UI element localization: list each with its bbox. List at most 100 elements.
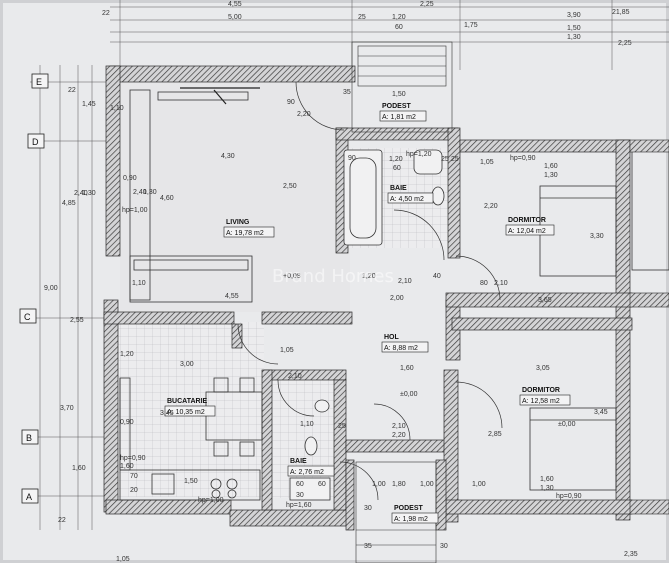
dim-text: hp=0,90 [556,493,582,500]
dim-text: 35 [364,543,372,550]
dim-text: 1,30 [82,190,96,197]
dim-text: 22 [68,87,76,94]
axis-a: A [26,492,32,502]
dimension-texts: 4,55 2,25 5,00 25 1,20 60 1,75 3,90 21,8… [44,1,638,563]
room-area-podest-top: A: 1,81 m2 [382,114,416,121]
dim-text: 21,85 [612,9,630,16]
dim-text: 3,45 [594,409,608,416]
room-labels: PODEST A: 1,81 m2 BAIE A: 4,50 m2 LIVING… [164,103,571,524]
dim-text: 1,20 [389,156,403,163]
dim-text: hp=0,90 [120,455,146,462]
dim-text: 40 [433,273,441,280]
axis-d: D [32,137,39,147]
dim-text: 2,55 [70,317,84,324]
dim-text: 3,45 [160,410,174,417]
room-name-podest-bottom: PODEST [394,505,424,512]
room-area-baie-top: A: 4,50 m2 [390,196,424,203]
room-area-hol: A: 8,88 m2 [384,345,418,352]
dim-text: 1,20 [120,351,134,358]
dim-text: 1,05 [480,159,494,166]
dim-text: 60 [395,24,403,31]
dim-text: 1,60 [120,463,134,470]
dim-text: 1,60 [540,476,554,483]
dim-text: 30 [364,505,372,512]
living-window [180,87,260,105]
room-area-bucatarie: A: 10,35 m2 [167,409,205,416]
dim-text: 1,10 [300,421,314,428]
dim-text: 1,30 [540,485,554,492]
dim-text: 1,10 [132,280,146,287]
bathtub [343,149,445,246]
dim-text: 0,90 [120,419,134,426]
dim-text: 22 [102,10,110,17]
dim-text: 35 [343,89,351,96]
dim-text: 25 [451,156,459,163]
dim-text: 0,90 [123,175,137,182]
dim-text: 90 [287,99,295,106]
dim-text: 3,70 [60,405,74,412]
dim-text: ±0,00 [558,421,576,428]
room-name-hol: HOL [384,334,400,341]
room-area-dormitor-bottom: A: 12,58 m2 [522,398,560,405]
dim-text: 2,10 [398,278,412,285]
dim-text: 1,60 [72,465,86,472]
dim-text: 25 [358,14,366,21]
watermark-logo: Brand Homes [272,266,394,287]
dim-text: 20 [130,487,138,494]
dim-text: 3,30 [590,233,604,240]
dim-text: 1,50 [392,91,406,98]
axis-b: B [26,433,32,443]
floors [114,82,450,498]
dim-text: 2,10 [392,423,406,430]
dim-text: 3,65 [538,297,552,304]
dim-text: 60 [393,165,401,172]
dim-text: 22 [58,517,66,524]
room-name-dormitor-top: DORMITOR [508,217,546,224]
room-name-living: LIVING [226,219,250,226]
dim-text: 2,00 [390,295,404,302]
dim-text: 2,25 [618,40,632,47]
dim-text: 2,40 [133,189,147,196]
dim-text: 1,50 [184,478,198,485]
dim-text: 1,80 [392,481,406,488]
room-name-dormitor-bottom: DORMITOR [522,387,560,394]
dim-text: 2,20 [297,111,311,118]
dim-text: 1,30 [544,172,558,179]
dim-text: 2,25 [420,1,434,8]
axis-labels: E D C B A [19,73,49,504]
dim-text: 3,90 [567,12,581,19]
dim-text: hp=1,60 [286,502,312,509]
dim-text: 25 [338,423,346,430]
dim-text: 1,30 [143,189,157,196]
dim-text: 4,60 [160,195,174,202]
axis-e: E [36,77,42,87]
dim-text: 2,85 [488,431,502,438]
dim-text: 1,00 [372,481,386,488]
podest-bottom [355,461,437,563]
dim-text: 30 [440,543,448,550]
dim-text: 60 [318,481,326,488]
dim-text: 3,00 [180,361,194,368]
dim-text: ±0,00 [400,391,418,398]
dim-text: 9,00 [44,285,58,292]
dim-text: hp=1,00 [122,207,148,214]
dim-text: 2,10 [494,280,508,287]
dim-text: 2,20 [392,432,406,439]
dim-text: 1,30 [567,34,581,41]
axis-c: C [24,312,31,322]
dim-text: 60 [296,481,304,488]
dim-text: 2,50 [283,183,297,190]
room-name-baie-bottom: BAIE [290,458,307,465]
right-neighbour-walls [629,139,669,515]
dim-text: 30 [296,492,304,499]
dim-text: 4,30 [221,153,235,160]
room-area-baie-bottom: A: 2,76 m2 [290,469,324,476]
dim-text: 1,20 [362,273,376,280]
dim-text: 90 [348,155,356,162]
room-area-dormitor-top: A: 12,04 m2 [508,228,546,235]
dim-text: 80 [480,280,488,287]
dim-text: hp=0,90 [510,155,536,162]
dim-text: 1,60 [400,365,414,372]
podest-top [351,41,453,133]
